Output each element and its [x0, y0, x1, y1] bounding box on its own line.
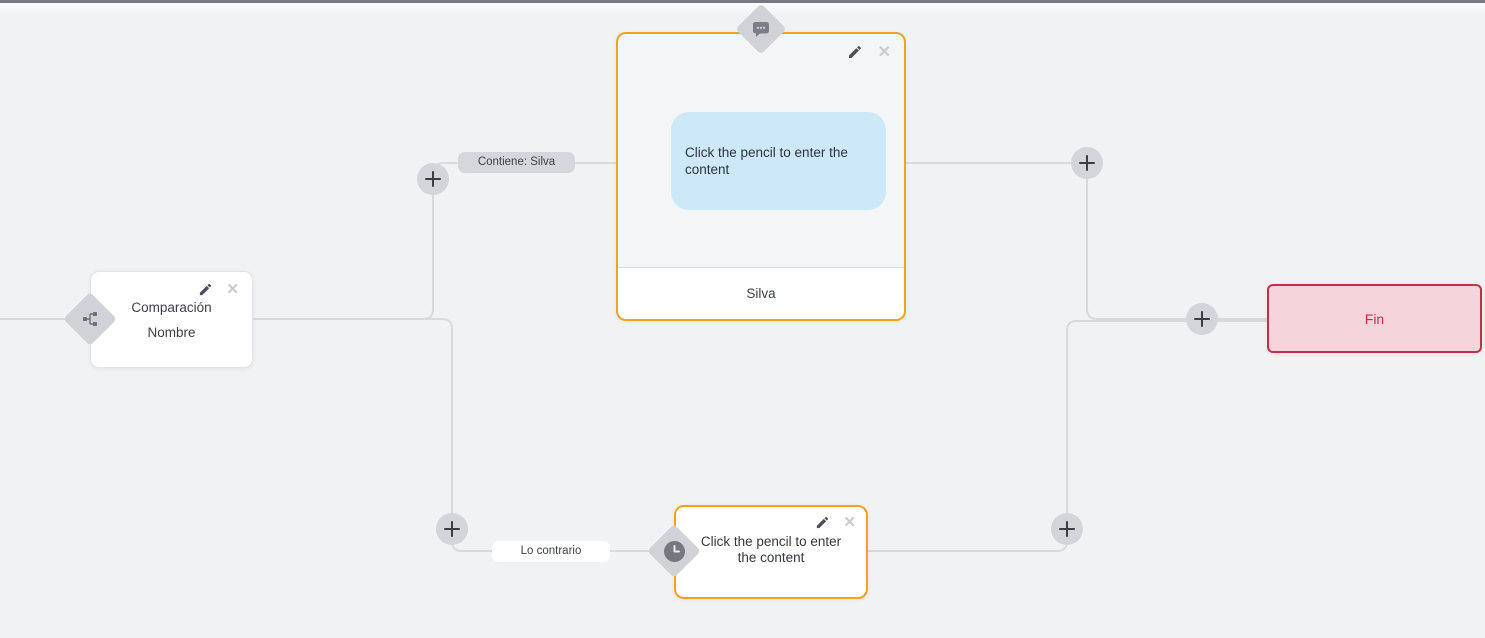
- end-node[interactable]: Fin: [1267, 284, 1482, 353]
- chat-bubble-icon: [753, 21, 769, 37]
- top-fade: [0, 3, 1485, 15]
- pencil-icon[interactable]: [815, 515, 830, 530]
- add-step-button-action-out[interactable]: [1051, 513, 1083, 545]
- branch-icon: [83, 312, 97, 326]
- action-node-text: Click the pencil to enter the content: [700, 534, 842, 565]
- edge-label-match: Contiene: Silva: [458, 152, 575, 173]
- add-step-button-before-end[interactable]: [1186, 303, 1218, 335]
- message-footer: Silva: [618, 267, 904, 319]
- edge-condition-false: [253, 318, 660, 552]
- wait-badge: [647, 524, 701, 578]
- message-bubble-text: Click the pencil to enter the content: [685, 145, 848, 177]
- add-step-button-true-branch[interactable]: [417, 163, 449, 195]
- condition-badge: [63, 292, 117, 346]
- message-node[interactable]: ✕ Click the pencil to enter the content …: [616, 32, 906, 321]
- condition-node[interactable]: ✕ Comparación Nombre: [90, 271, 253, 368]
- close-icon[interactable]: ✕: [843, 514, 856, 531]
- message-footer-text: Silva: [746, 286, 776, 301]
- message-badge: [735, 3, 787, 55]
- close-icon[interactable]: ✕: [226, 281, 239, 298]
- close-icon[interactable]: ✕: [877, 43, 891, 61]
- clock-icon: [663, 540, 685, 562]
- edge-label-else: Lo contrario: [492, 541, 610, 562]
- pencil-icon[interactable]: [847, 44, 863, 60]
- condition-title-line1: Comparación: [131, 300, 212, 315]
- add-step-button-false-branch[interactable]: [436, 513, 468, 545]
- message-bubble: Click the pencil to enter the content: [671, 112, 886, 210]
- edge-action-out: [868, 320, 1267, 552]
- add-step-button-message-out[interactable]: [1071, 147, 1103, 179]
- end-node-label: Fin: [1364, 310, 1385, 327]
- action-node[interactable]: ✕ Click the pencil to enter the content: [674, 505, 868, 599]
- top-border: [0, 0, 1485, 3]
- edge-message-out: [906, 162, 1267, 320]
- condition-title-line2: Nombre: [147, 325, 196, 340]
- pencil-icon[interactable]: [198, 282, 213, 297]
